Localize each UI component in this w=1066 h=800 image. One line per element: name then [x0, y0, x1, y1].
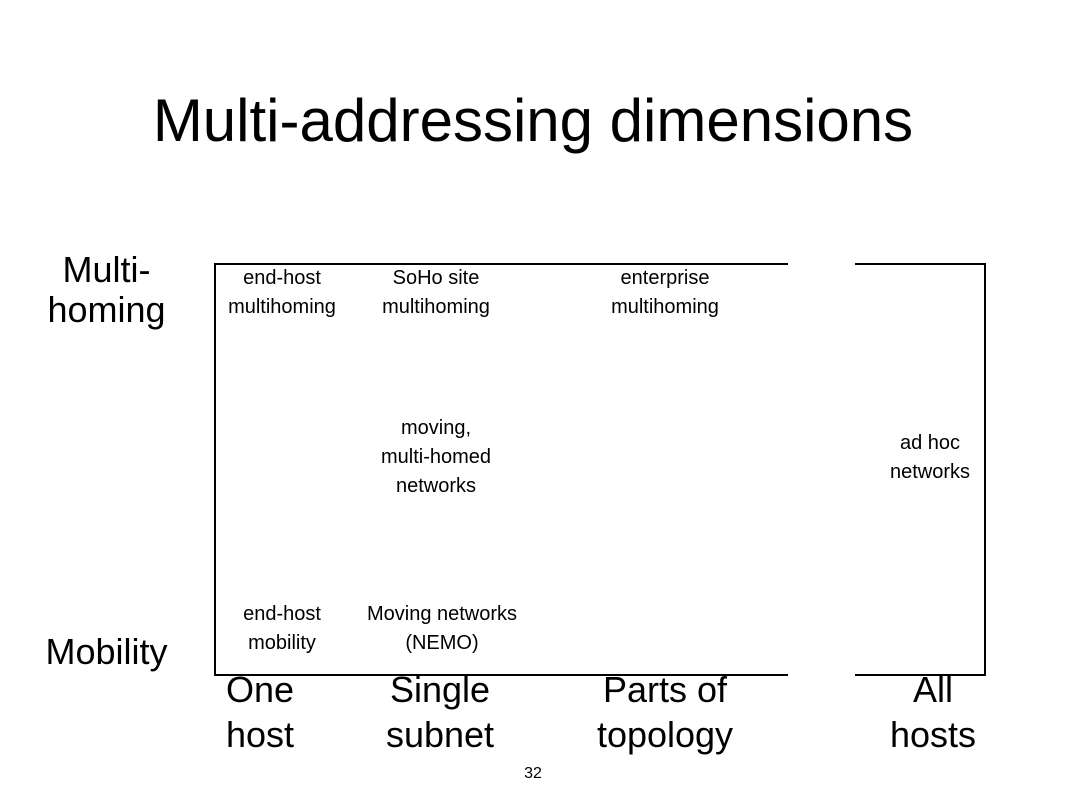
x-axis-label-one-host: One host: [225, 669, 295, 755]
page-number: 32: [524, 765, 542, 782]
cell-moving-multihomed-networks: moving, multi-homed networks: [380, 417, 492, 497]
cell-ad-hoc-networks: ad hoc networks: [889, 432, 971, 483]
frame-top-edge-left: [214, 263, 788, 265]
x-axis-label-all-hosts: All hosts: [889, 669, 977, 755]
frame-top-edge-right: [855, 263, 986, 265]
cell-moving-networks-nemo: Moving networks (NEMO): [366, 603, 518, 654]
frame-left-edge: [214, 263, 216, 676]
frame-right-edge: [984, 263, 986, 676]
cell-soho-site-multihoming: SoHo site multihoming: [382, 267, 490, 318]
cell-end-host-mobility: end-host mobility: [243, 603, 321, 654]
frame-bottom-edge-right: [855, 674, 986, 676]
cell-end-host-multihoming: end-host multihoming: [228, 267, 336, 318]
x-axis-label-parts-of-topology: Parts of topology: [596, 669, 734, 755]
cell-enterprise-multihoming: enterprise multihoming: [611, 267, 719, 318]
y-axis-label-multihoming: Multi- homing: [47, 249, 166, 330]
frame-bottom-edge-left: [214, 674, 788, 676]
y-axis-label-mobility: Mobility: [45, 631, 168, 672]
slide-title: Multi-addressing dimensions: [152, 87, 914, 154]
x-axis-label-single-subnet: Single subnet: [385, 669, 495, 755]
